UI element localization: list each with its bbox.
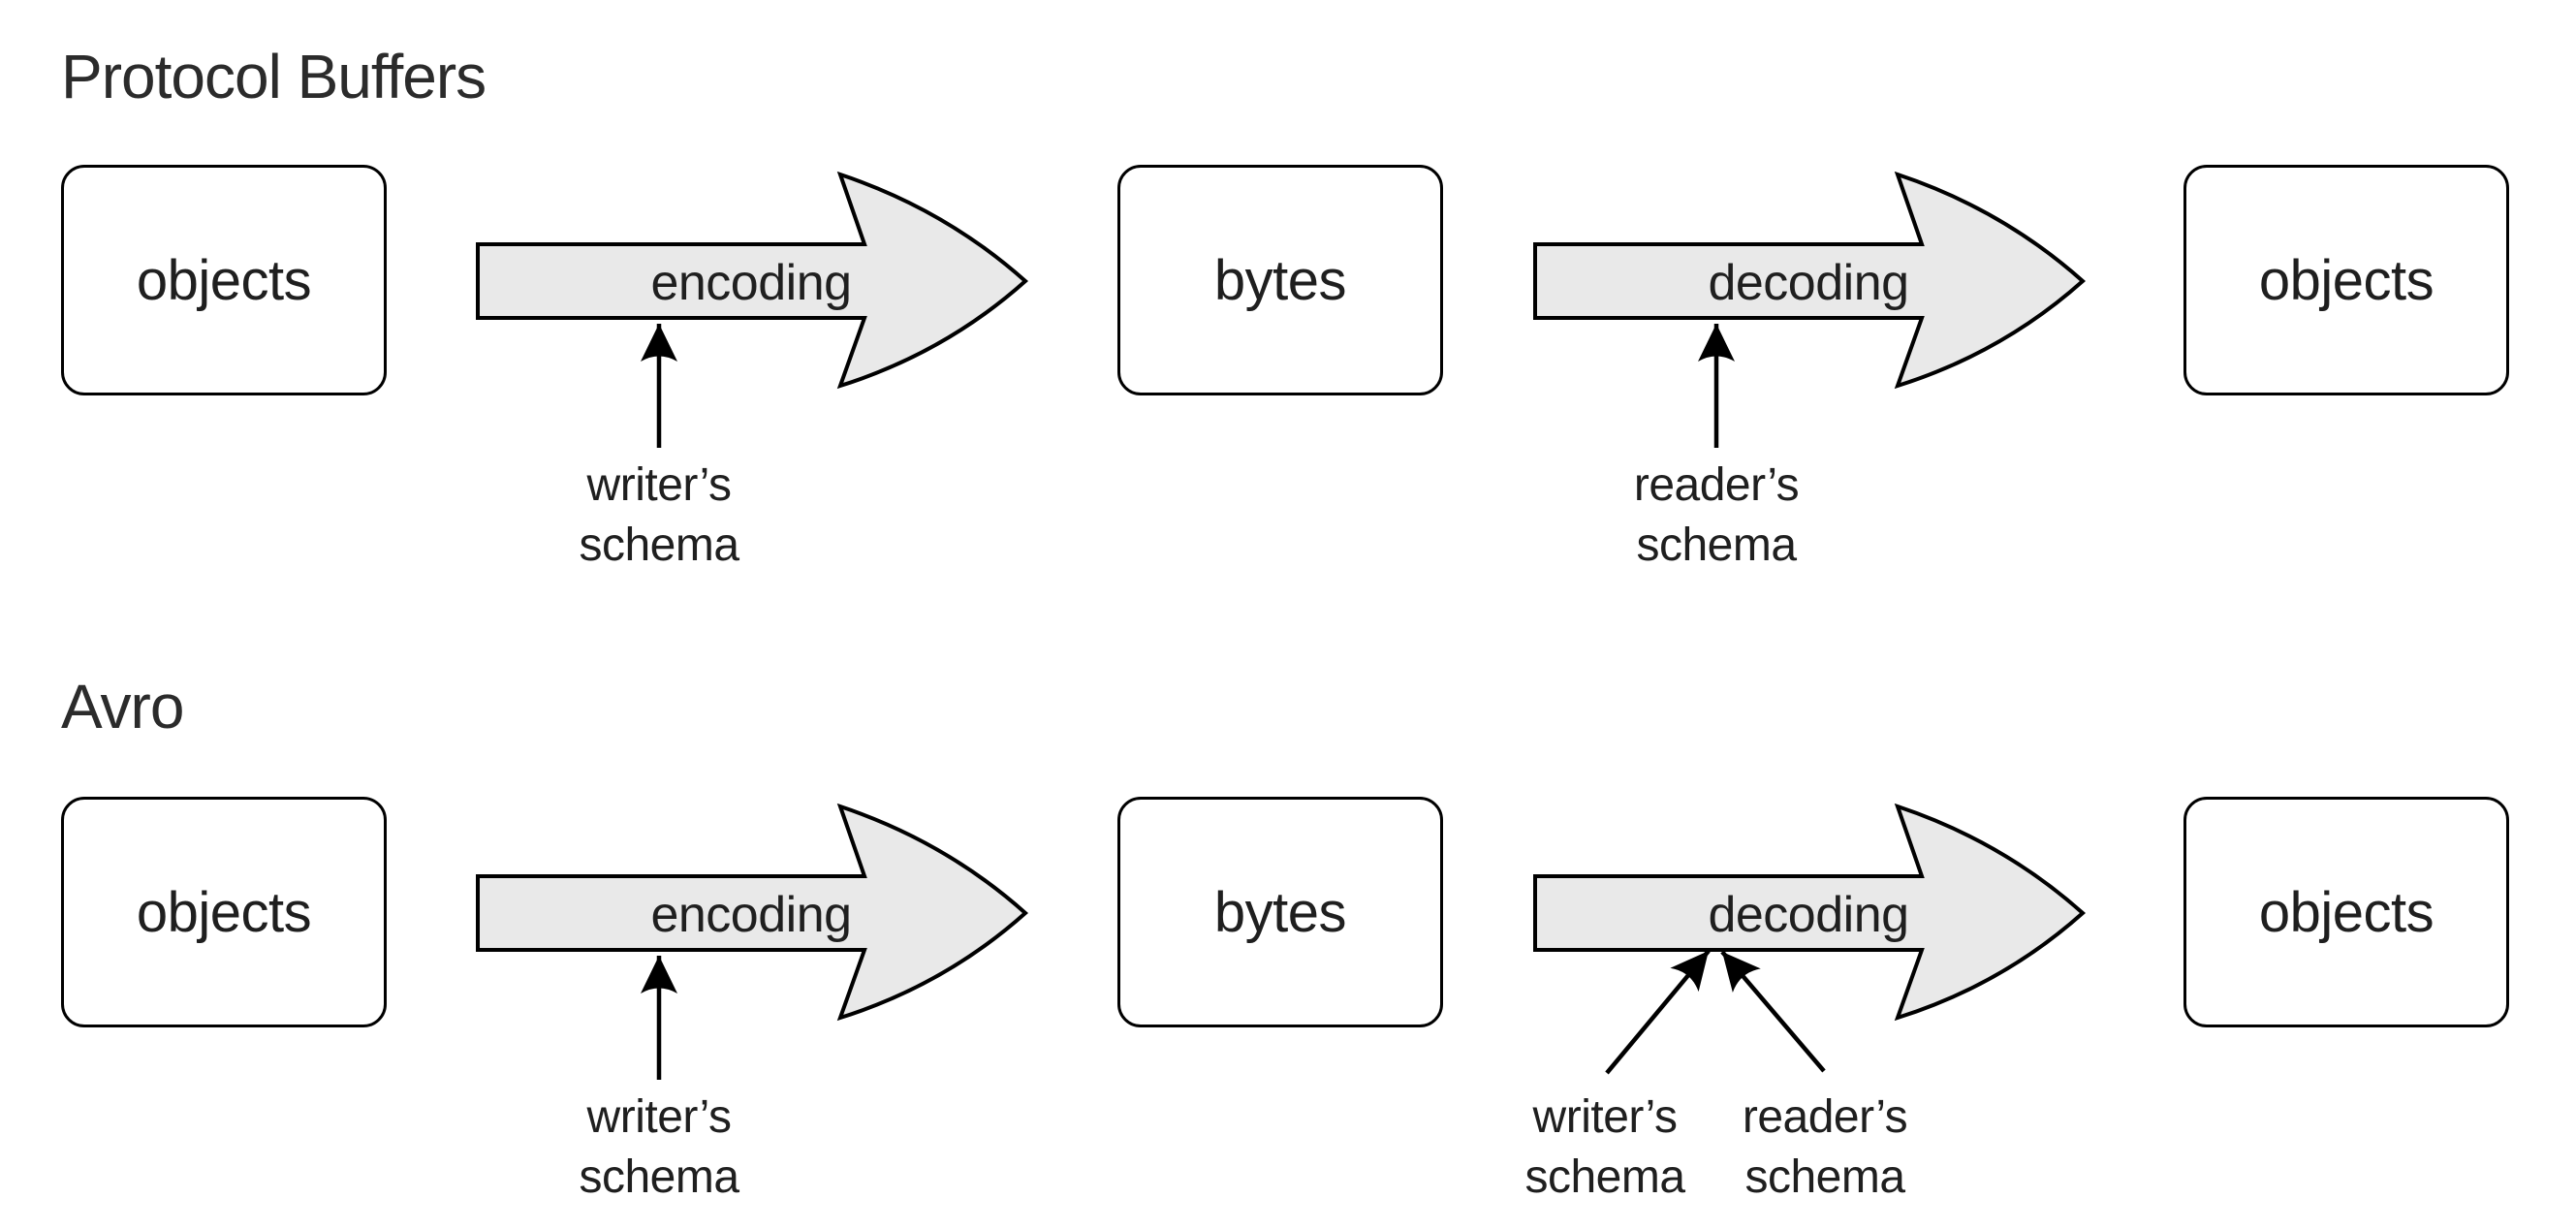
section-title-protocol-buffers: Protocol Buffers — [61, 42, 487, 111]
bytes-box: bytes — [1117, 797, 1443, 1027]
decoding-arrow-label: decoding — [1708, 255, 1909, 311]
writers-schema-label-line1: writer’s — [1532, 1091, 1678, 1143]
writers-schema-label-line2: schema — [1524, 1151, 1685, 1203]
decoding-block-arrow-icon — [1533, 171, 2087, 390]
objects-result-box: objects — [2183, 165, 2509, 395]
decoding-arrow-label: decoding — [1708, 887, 1909, 943]
encoding-arrow-label: encoding — [650, 255, 852, 311]
writers-schema-diagonal-arrow-icon — [1605, 949, 1711, 1075]
encoding-arrow-label: encoding — [650, 887, 852, 943]
readers-schema-diagonal-arrow-icon — [1720, 950, 1826, 1073]
readers-schema-label-line1: reader’s — [1742, 1091, 1908, 1143]
writers-schema-label-line2: schema — [579, 1151, 739, 1203]
decoding-block-arrow-icon — [1533, 803, 2087, 1022]
writers-schema-label-line2: schema — [579, 520, 739, 571]
objects-source-box: objects — [61, 797, 387, 1027]
readers-schema-label: reader’s schema — [1633, 456, 1800, 576]
writers-schema-label: writer’s schema — [1524, 1088, 1685, 1208]
readers-schema-label-line1: reader’s — [1633, 459, 1800, 511]
objects-source-box: objects — [61, 165, 387, 395]
section-title-avro: Avro — [61, 672, 184, 741]
readers-schema-label-line2: schema — [1744, 1151, 1905, 1203]
writers-schema-label-line1: writer’s — [586, 459, 732, 511]
writers-schema-label-line1: writer’s — [586, 1091, 732, 1143]
bytes-box: bytes — [1117, 165, 1443, 395]
writers-schema-label: writer’s schema — [579, 456, 739, 576]
encoding-block-arrow-icon — [476, 803, 1029, 1022]
encoding-block-arrow-icon — [476, 171, 1029, 390]
readers-schema-label-line2: schema — [1636, 520, 1797, 571]
writers-schema-label: writer’s schema — [579, 1088, 739, 1208]
readers-schema-label: reader’s schema — [1742, 1088, 1908, 1208]
objects-result-box: objects — [2183, 797, 2509, 1027]
